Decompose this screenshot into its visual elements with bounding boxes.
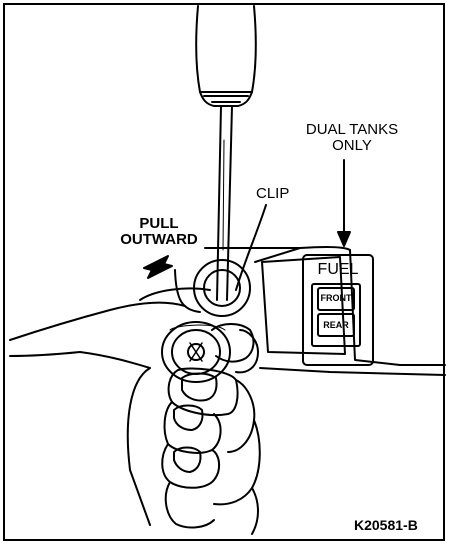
screwdriver xyxy=(195,5,257,301)
figure-id-label: K20581-B xyxy=(354,517,418,533)
pull-outward-line-2: OUTWARD xyxy=(120,231,198,248)
fuel-panel-label: FUEL xyxy=(314,262,362,278)
clip-label: CLIP xyxy=(256,186,289,202)
dual-tanks-label: DUAL TANKS ONLY xyxy=(296,122,408,154)
dashboard-panel xyxy=(174,245,446,376)
front-text: FRONT xyxy=(320,293,352,303)
pull-outward-line-1: PULL xyxy=(139,215,179,232)
knob xyxy=(161,321,231,383)
figure-id-text: K20581-B xyxy=(354,517,418,533)
fuel-text: FUEL xyxy=(317,261,359,278)
hand xyxy=(9,287,261,535)
rear-text: REAR xyxy=(323,320,349,330)
pull-outward-label: PULL OUTWARD xyxy=(118,216,200,248)
dual-tanks-line-1: DUAL TANKS xyxy=(305,121,399,138)
figure-border xyxy=(3,3,445,541)
clip-text: CLIP xyxy=(256,185,290,202)
clip-leader-line xyxy=(235,204,267,291)
rear-switch-label: REAR xyxy=(318,320,354,330)
dual-tanks-line-2: ONLY xyxy=(332,137,372,154)
front-switch-label: FRONT xyxy=(318,293,354,303)
pull-arrow xyxy=(143,255,173,279)
